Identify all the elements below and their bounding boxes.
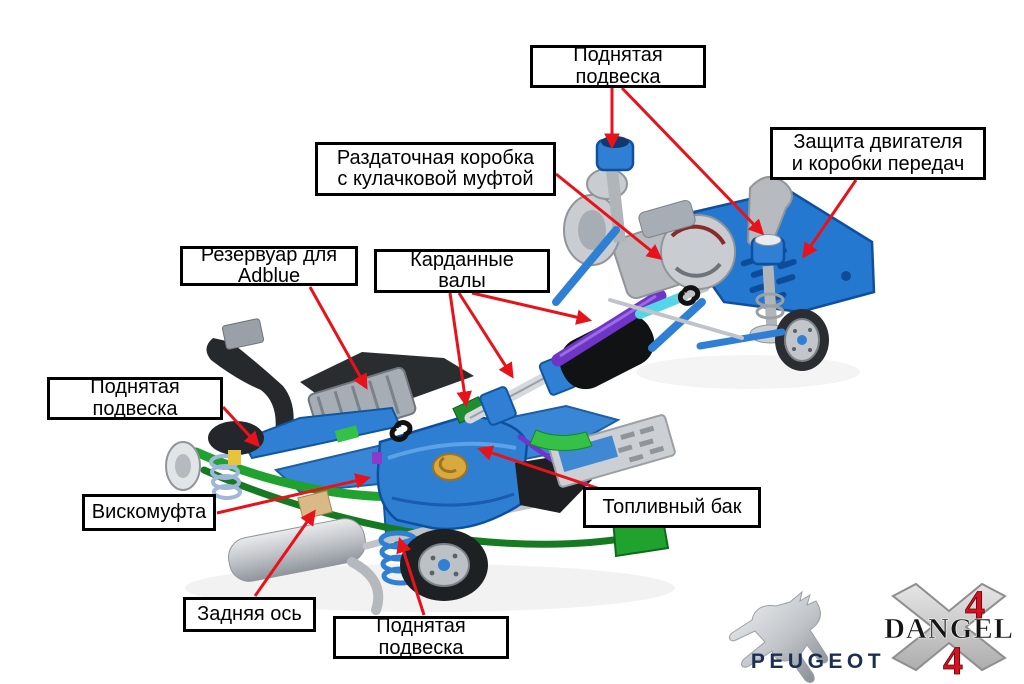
label-text: Вискомуфта — [91, 500, 207, 523]
arm-blue-1 — [552, 226, 620, 306]
arm-blue-2 — [648, 298, 706, 352]
arrow-adblue — [308, 286, 368, 390]
label-fuel-tank: Топливный бак — [583, 487, 761, 528]
peugeot-wordmark: PEUGEOT — [751, 650, 885, 673]
rear-left-wheel — [165, 441, 201, 491]
label-text: Защита двигателя — [793, 131, 963, 154]
peugeot-logo: PEUGEOT — [728, 590, 885, 683]
tow-hook — [389, 420, 413, 442]
label-text: Топливный бак — [602, 495, 742, 518]
lifted-bushing-left — [595, 136, 635, 172]
engine-block — [612, 199, 736, 300]
label-suspension-left: Поднятая подвеска — [47, 377, 223, 420]
label-text: Adblue — [237, 265, 301, 287]
label-text: Поднятая — [90, 376, 180, 399]
dangel-wordmark: DANGEL — [884, 613, 1014, 645]
arrow-driveshaft-3 — [471, 291, 593, 325]
bearing-mount-1 — [479, 386, 517, 426]
arrow-transfer-case — [555, 172, 663, 260]
rear-far-wheel — [208, 421, 264, 455]
left-coil-spring — [209, 454, 242, 500]
arrow-driveshaft-1 — [448, 292, 472, 408]
arrow-fuel-tank — [477, 445, 601, 491]
label-text: подвеска — [378, 636, 464, 659]
label-adblue: Резервуар для Adblue — [180, 243, 358, 287]
peugeot-lion-icon — [728, 590, 829, 683]
arrow-engine-protection — [802, 179, 858, 259]
black-damper — [559, 314, 655, 390]
rear-axle-assembly — [165, 318, 676, 615]
driveline — [452, 284, 710, 426]
label-text: Резервуар для — [200, 243, 338, 266]
label-driveshafts: Карданные валы — [374, 249, 550, 293]
tie-rod — [608, 298, 744, 340]
front-wheel — [775, 309, 829, 371]
yellow-accent — [228, 450, 241, 465]
label-suspension-top: Поднятая подвеска — [530, 45, 706, 88]
green-accent — [334, 425, 360, 443]
fuel-tank — [376, 414, 529, 531]
label-suspension-bottom: Поднятая подвеска — [333, 616, 509, 659]
label-text: и коробки передач — [791, 152, 965, 175]
label-text: Поднятая — [573, 44, 663, 67]
arrow-rear-axle — [253, 509, 316, 597]
hose-bracket — [221, 318, 265, 350]
label-text: валы — [438, 270, 486, 292]
rear-center-wheel — [400, 529, 488, 601]
driveshaft-highlight — [559, 294, 657, 358]
fuel-cap — [432, 453, 468, 481]
label-transfer-case: Раздаточная коробка с кулачковой муфтой — [315, 142, 556, 196]
filler-hose — [206, 338, 294, 440]
dangel-logo: 4 DANGEL 4 — [884, 582, 1014, 684]
label-text: подвеска — [575, 65, 661, 88]
callout-arrows — [216, 86, 858, 616]
dangel-four-bottom: 4 — [943, 638, 963, 683]
green-guard — [529, 429, 593, 452]
dangel-x-icon — [891, 582, 1007, 672]
label-text: Карданные — [410, 248, 514, 271]
arrow-suspension-bottom — [396, 537, 426, 616]
arrow-viscous — [216, 473, 372, 515]
label-text: Поднятая — [376, 615, 466, 638]
label-text: с кулачковой муфтой — [337, 168, 534, 190]
arrow-suspension-left — [221, 405, 261, 448]
black-hook — [677, 285, 701, 306]
arrow-suspension-top-b — [620, 86, 765, 236]
label-rear-axle: Задняя ось — [183, 597, 316, 632]
heat-shield — [548, 414, 676, 488]
dangel-four-top: 4 — [965, 582, 985, 627]
label-text: Раздаточная коробка — [336, 146, 535, 169]
driveshaft-purple — [551, 289, 667, 367]
label-engine-protection: Защита двигателя и коробки передач — [770, 127, 986, 180]
subframe-arm-left — [240, 406, 402, 460]
purple-accent — [372, 452, 382, 464]
label-text: Задняя ось — [197, 602, 302, 625]
arrow-driveshaft-2 — [457, 292, 514, 379]
label-text: подвеска — [92, 397, 178, 420]
label-viscous-coupling: Вискомуфта — [82, 494, 216, 531]
